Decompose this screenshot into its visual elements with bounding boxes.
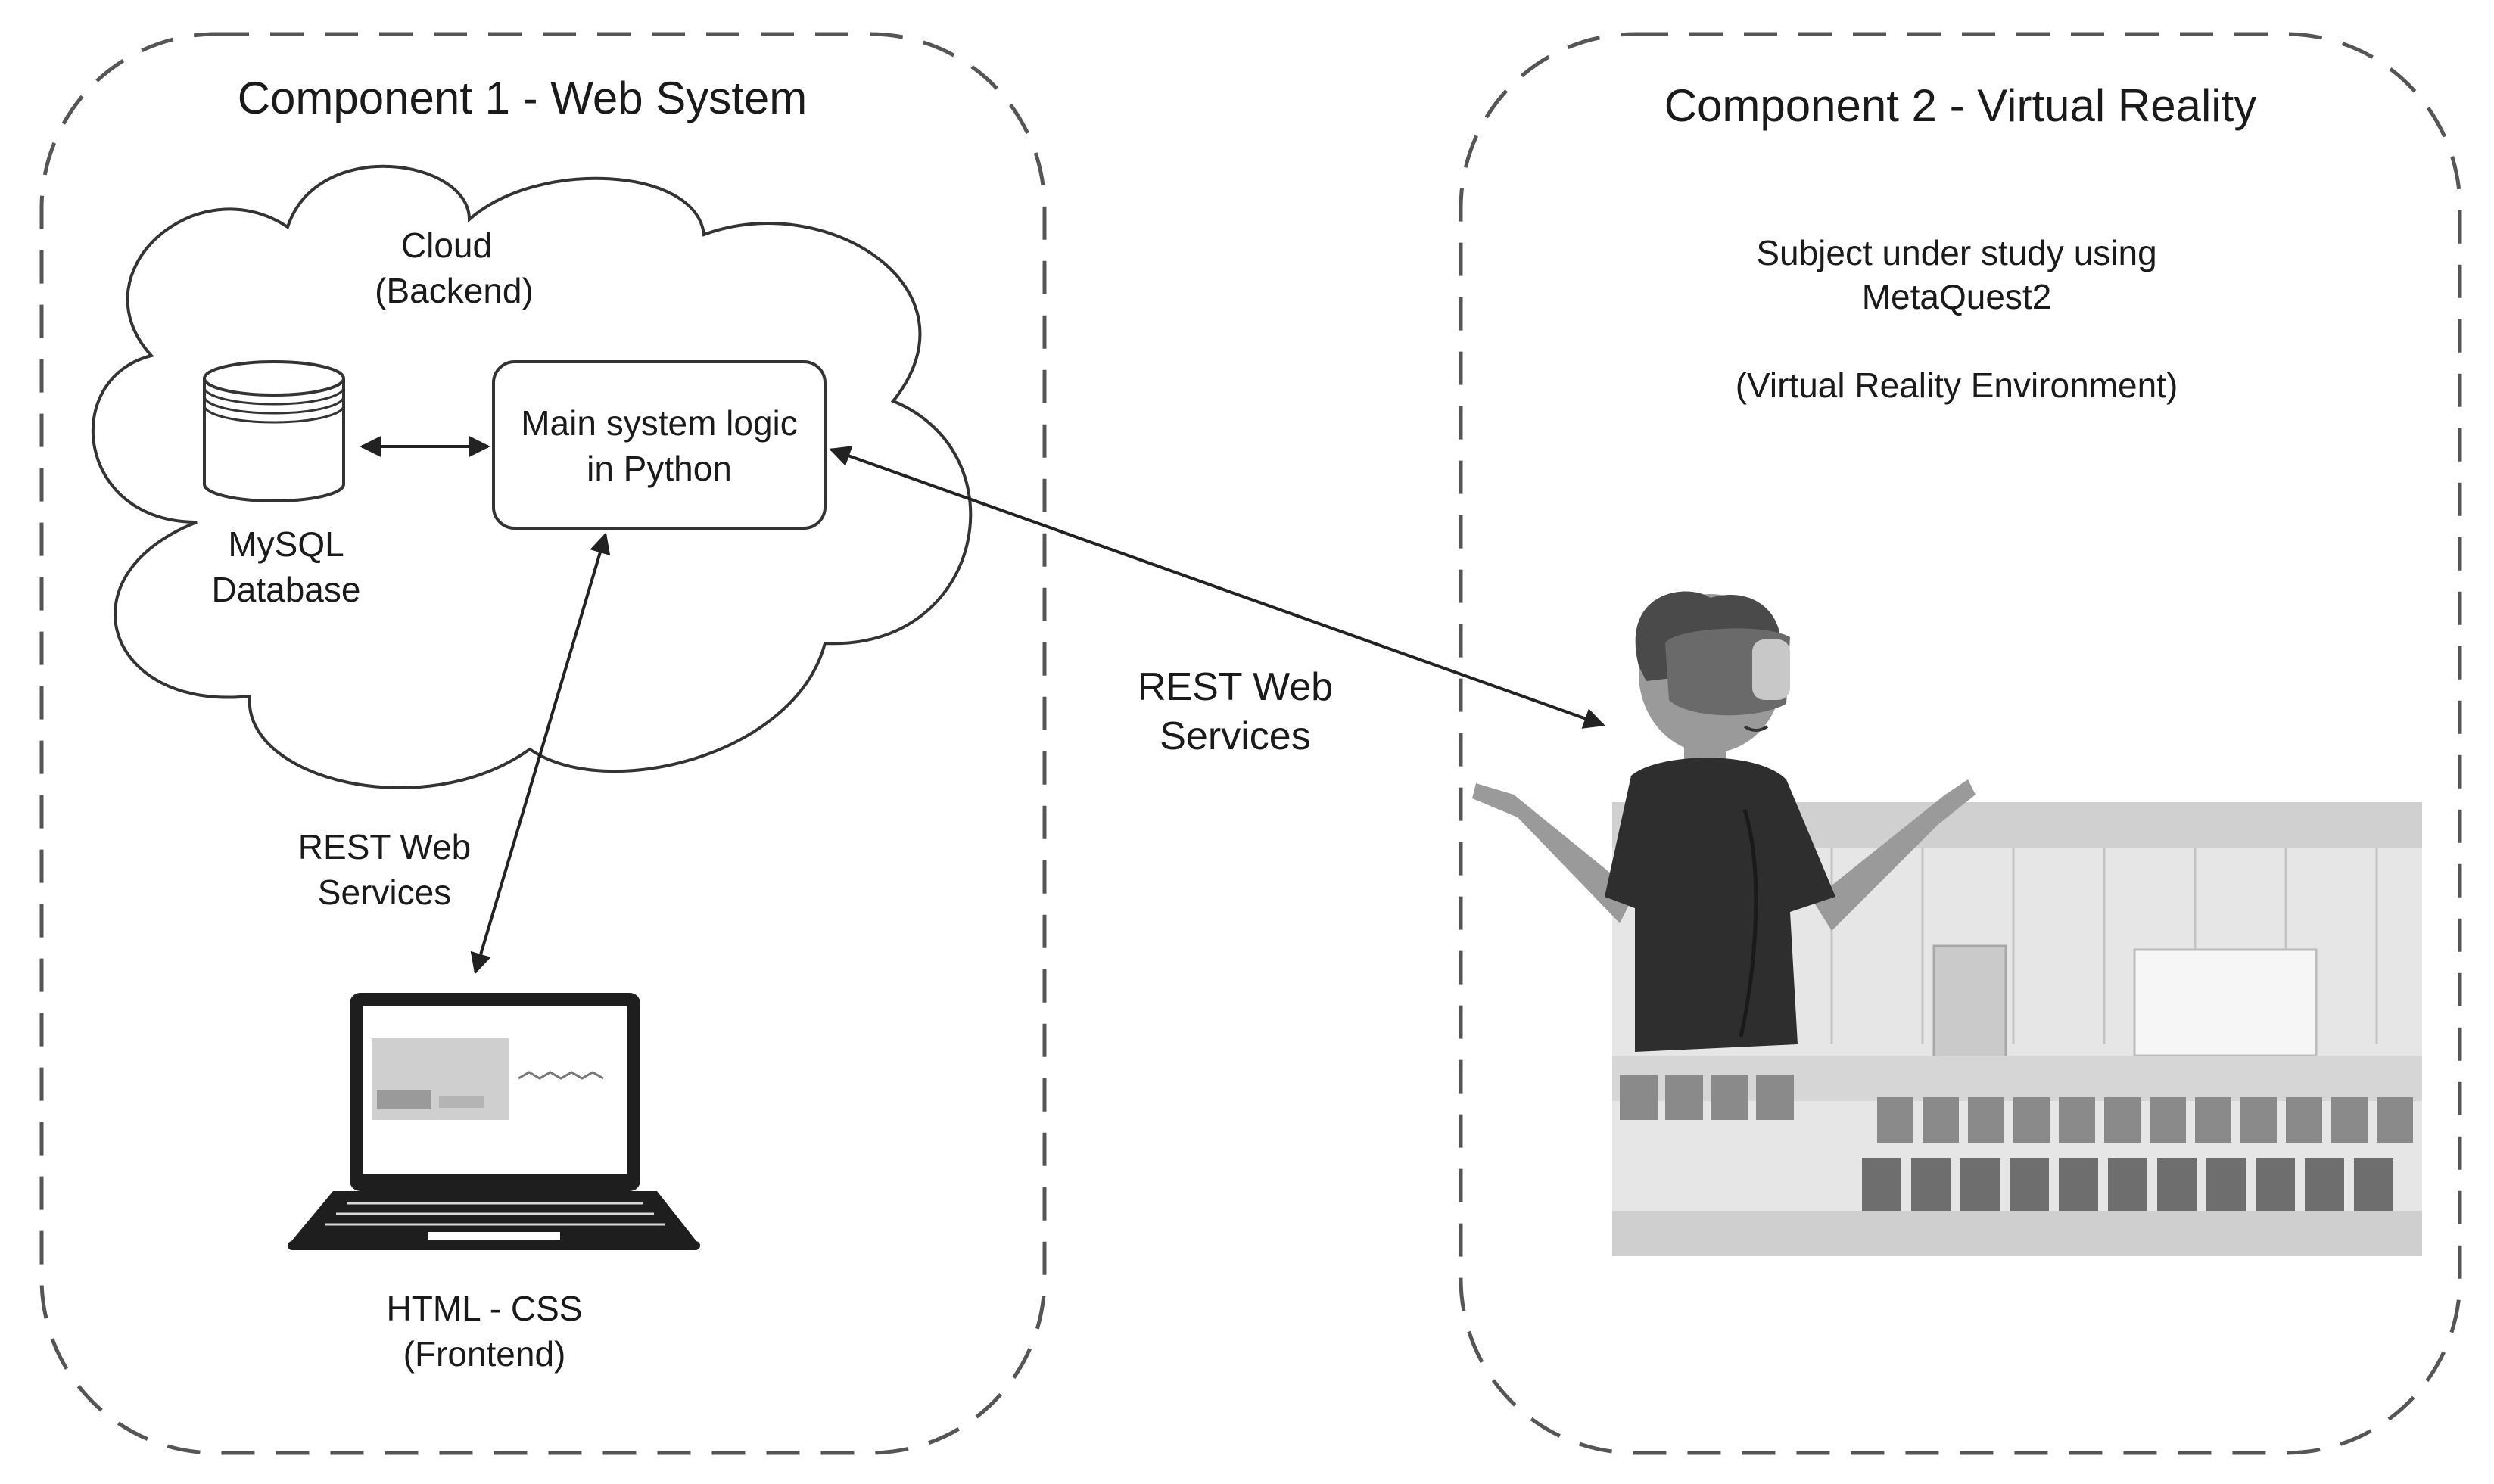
rest-label-vr-line1: REST Web	[1138, 665, 1333, 709]
component2-title: Component 2 - Virtual Reality	[1664, 80, 2257, 131]
frontend-label-line2: (Frontend)	[403, 1334, 566, 1374]
vr-user-figure	[1472, 591, 1976, 1052]
logic-frontend-arrow	[470, 532, 611, 975]
database-label-line1: MySQL	[228, 524, 344, 564]
subject-label-line1: Subject under study using	[1756, 233, 2156, 272]
cloud-label-line1: Cloud	[401, 226, 492, 265]
logic-label-line1: Main system logic	[521, 403, 798, 443]
subject-label-line2: MetaQuest2	[1862, 277, 2052, 316]
environment-label: (Virtual Reality Environment)	[1736, 366, 2178, 405]
rest-label-vr-line2: Services	[1160, 714, 1310, 758]
component2-container	[1459, 32, 2462, 1455]
cloud-label-line2: (Backend)	[375, 271, 534, 310]
logic-vr-arrow	[829, 446, 1605, 729]
logic-box	[492, 360, 827, 530]
logic-label-line2: in Python	[587, 449, 732, 488]
rest-label-frontend-line1: REST Web	[298, 827, 471, 866]
database-icon	[203, 360, 345, 502]
component1-container	[39, 32, 1047, 1455]
database-label-line2: Database	[212, 570, 361, 609]
frontend-label-line1: HTML - CSS	[387, 1289, 583, 1328]
rest-label-frontend-line2: Services	[318, 873, 451, 912]
laptop-icon	[288, 993, 700, 1250]
component1-title: Component 1 - Web System	[238, 73, 808, 123]
